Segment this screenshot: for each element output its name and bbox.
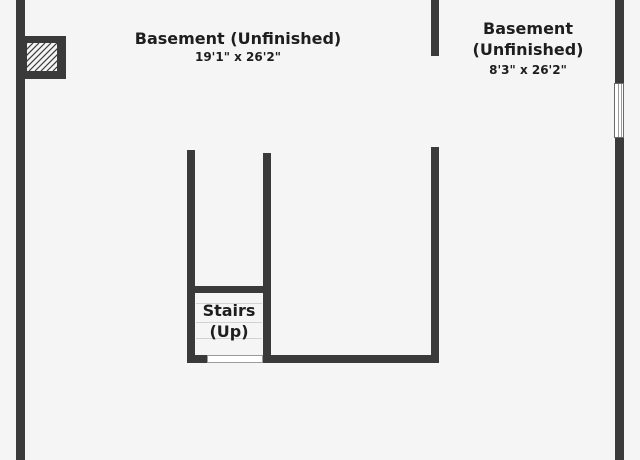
stair-bottom-wall-left xyxy=(187,355,207,363)
room-dimensions-main: 19'1" x 26'2" xyxy=(194,50,282,64)
stair-right-wall xyxy=(263,153,271,363)
stair-tread xyxy=(196,338,262,339)
room-label-main: Basement (Unfinished) 19'1" x 26'2" xyxy=(118,28,358,65)
room-name-side-line2: (Unfinished) xyxy=(472,40,584,59)
hatched-chimney-icon xyxy=(22,36,66,79)
stairs-label-line2: (Up) xyxy=(209,322,249,341)
partition-wall-lower xyxy=(431,147,439,363)
stair-left-wall xyxy=(187,150,195,363)
stairs-label: Stairs (Up) xyxy=(195,300,263,342)
stairs-label-line1: Stairs xyxy=(202,301,256,320)
bottom-interior-wall xyxy=(263,355,439,363)
room-name-side-line1: Basement xyxy=(483,19,573,38)
room-dimensions-side: 8'3" x 26'2" xyxy=(489,63,567,77)
door-opening-icon xyxy=(207,355,263,363)
stair-top-rail xyxy=(187,286,271,293)
left-exterior-wall xyxy=(16,0,25,460)
right-exterior-wall xyxy=(615,0,624,460)
partition-wall-upper xyxy=(431,0,439,56)
window-icon xyxy=(614,83,624,138)
room-label-side: Basement (Unfinished) 8'3" x 26'2" xyxy=(452,18,604,78)
stair-tread xyxy=(196,322,262,323)
room-name-main: Basement (Unfinished) xyxy=(134,29,342,48)
stair-tread xyxy=(196,303,262,304)
